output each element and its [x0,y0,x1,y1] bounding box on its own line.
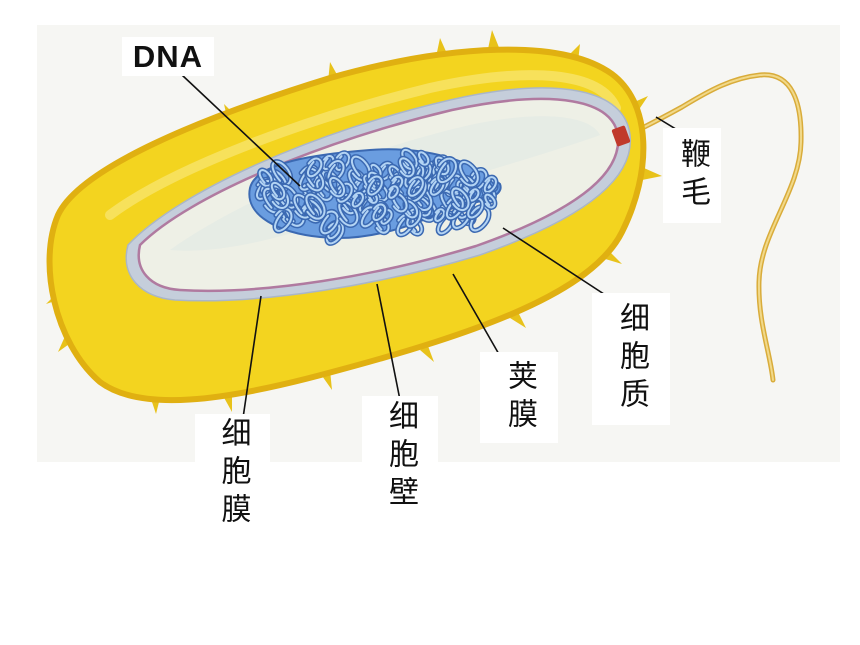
label-cell-membrane-box: 细胞膜 [195,414,270,534]
leader-line-dna [181,74,301,187]
dna-strand-highlight [437,157,457,183]
leader-line-cytoplasm [502,227,611,299]
dna-strand-highlight [367,175,383,196]
leader-line-cell-wall [376,283,401,401]
dna-strand-highlight [270,181,286,201]
dna-strand-highlight [401,148,418,170]
capsule-highlight [105,70,621,220]
label-cell-wall: 细胞壁 [383,400,418,514]
label-flagellum-box: 鞭毛 [663,128,721,223]
leader-line-capsule [452,273,501,357]
dna-strand-highlight [305,193,326,220]
label-flagellum: 鞭毛 [675,137,710,214]
dna-strand-highlight [388,185,399,199]
dna-nucleoid [248,147,502,246]
dna-strand-highlight [434,208,446,222]
label-cytoplasm-box: 细胞质 [592,293,670,425]
dna-strand-highlight [451,187,470,211]
label-cell-wall-box: 细胞壁 [362,396,438,518]
dna-strand-highlight [407,176,424,197]
dna-strand-highlight [483,176,497,193]
label-capsule: 荚膜 [502,359,537,436]
dna-strands [254,147,499,246]
dna-strand-highlight [327,160,345,182]
dna-strand-highlight [329,176,346,198]
dna-strand-highlight [320,210,339,235]
dna-strand-highlight [351,192,364,208]
dna-strand-highlight [399,157,415,178]
dna-strand-highlight [468,188,480,202]
dna-strand-highlight [459,161,479,187]
label-cytoplasm: 细胞质 [614,302,649,416]
leader-line-cell-membrane [242,295,262,419]
flagellum [623,72,804,383]
label-capsule-box: 荚膜 [480,352,558,443]
dna-strand-highlight [418,151,430,166]
dna-strand-highlight [306,157,323,178]
label-cell-membrane: 细胞膜 [215,417,251,531]
flagellum-base [611,125,631,147]
dna-strand-highlight [484,193,496,209]
label-dna-box: DNA [122,37,214,76]
dna-strand-highlight [258,169,273,187]
dna-strand-highlight [372,203,387,221]
label-dna: DNA [132,38,204,74]
